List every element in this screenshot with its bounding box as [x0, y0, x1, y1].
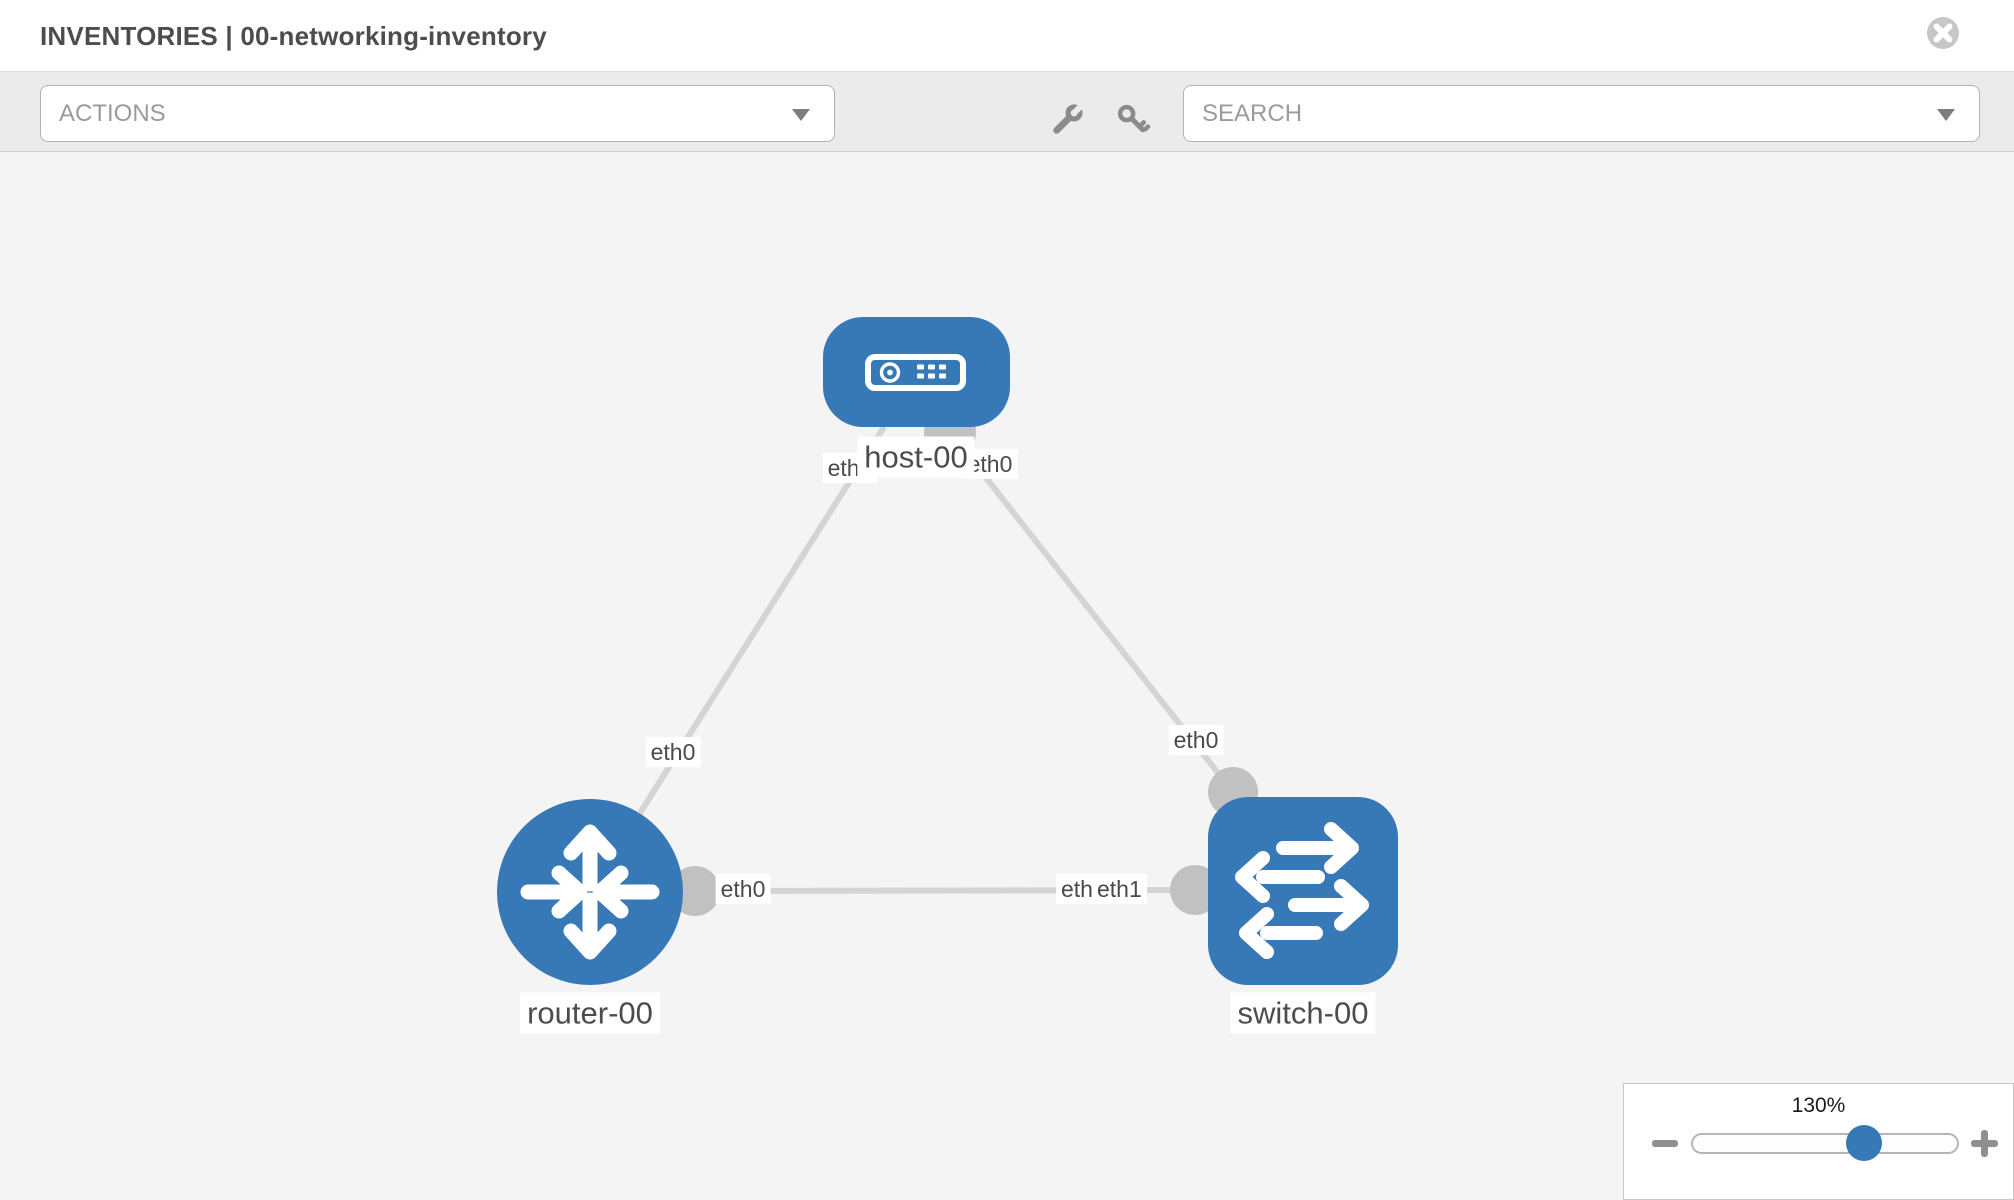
- interface-label: eth0: [645, 737, 701, 767]
- interface-connector: [1170, 865, 1220, 915]
- zoom-widget: 130%: [1623, 1083, 2014, 1200]
- chevron-down-icon: [792, 108, 810, 121]
- interface-label: eth1: [1092, 874, 1147, 904]
- zoom-level-label: 130%: [1791, 1094, 1846, 1117]
- credentials-button[interactable]: [1109, 96, 1157, 144]
- actions-dropdown-label: ACTIONS: [59, 99, 166, 127]
- wrench-icon: [1053, 102, 1085, 134]
- title-inventory-name: 00-networking-inventory: [240, 21, 547, 51]
- search-dropdown[interactable]: SEARCH: [1183, 85, 1980, 142]
- page-title: INVENTORIES | 00-networking-inventory: [40, 0, 547, 72]
- close-icon: [1927, 17, 1959, 49]
- title-section: INVENTORIES: [40, 21, 218, 51]
- actions-dropdown[interactable]: ACTIONS: [40, 85, 835, 142]
- node-label-router: router-00: [520, 992, 660, 1034]
- switch-icon: [1235, 822, 1369, 959]
- zoom-in-button[interactable]: [1971, 1130, 1998, 1157]
- configure-button[interactable]: [1043, 96, 1091, 144]
- zoom-out-button[interactable]: [1652, 1140, 1678, 1147]
- router-icon: [520, 824, 660, 960]
- panel-header: INVENTORIES | 00-networking-inventory: [0, 0, 2014, 72]
- host-icon: [865, 354, 966, 391]
- interface-label: eth0: [715, 874, 771, 904]
- title-separator: |: [225, 21, 233, 51]
- interface-connector: [670, 866, 720, 916]
- topology-canvas[interactable]: eth0 eth0 eth0 eth0 eth0 eth0 eth1 host-…: [0, 152, 2014, 1200]
- chevron-down-icon: [1937, 108, 1955, 121]
- interface-label: eth0: [1168, 725, 1224, 755]
- zoom-slider-handle[interactable]: [1846, 1125, 1882, 1161]
- node-label-host: host-00: [857, 436, 975, 478]
- node-host-00[interactable]: [823, 317, 1010, 427]
- search-dropdown-label: SEARCH: [1202, 99, 1303, 127]
- toolbar: ACTIONS: [0, 72, 2014, 152]
- key-icon: [1117, 104, 1151, 133]
- close-button[interactable]: [1926, 16, 1960, 50]
- node-label-switch: switch-00: [1230, 992, 1376, 1034]
- node-switch-00[interactable]: [1208, 797, 1398, 985]
- node-router-00[interactable]: [497, 799, 683, 985]
- zoom-slider[interactable]: [1691, 1133, 1959, 1154]
